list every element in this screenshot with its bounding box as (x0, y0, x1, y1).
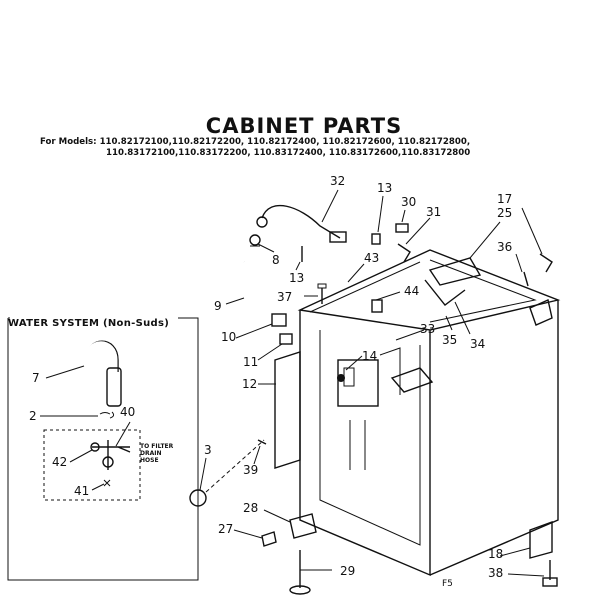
clamp-3 (189, 439, 265, 507)
leader-lines (40, 189, 545, 577)
water-system-tee-40 (90, 440, 131, 470)
callout-11: 11 (243, 355, 259, 369)
water-system-dashed-box (43, 429, 141, 501)
bracket-18 (529, 521, 553, 559)
callout-39: 39 (243, 463, 259, 477)
internal-brace-33 (349, 347, 401, 470)
callout-43: 43 (364, 251, 380, 265)
valve-10-11 (271, 313, 293, 345)
callout-32: 32 (330, 174, 346, 188)
water-system-title: WATER SYSTEM (Non-Suds) (8, 318, 170, 329)
filter-note-line-1: TO FILTER (140, 443, 174, 450)
cabinet-body (297, 249, 561, 577)
callout-2: 2 (29, 409, 37, 423)
filter-note-line-3: HOSE (140, 457, 159, 464)
callout-41: 41 (74, 484, 90, 498)
foot-38 (542, 560, 558, 587)
callout-36: 36 (497, 240, 513, 254)
callout-25: 25 (497, 206, 513, 220)
callout-35: 35 (442, 333, 458, 347)
plug-8 (249, 234, 261, 247)
model-list-line-2: 110.83172100,110.83172200, 110.83172400,… (106, 148, 471, 158)
figure-code: F5 (442, 579, 453, 589)
callout-34: 34 (470, 337, 486, 351)
glide-27 (261, 531, 277, 547)
callout-28: 28 (243, 501, 259, 515)
leg-28 (289, 513, 317, 539)
callout-42: 42 (52, 455, 68, 469)
timer-bracket-14 (337, 359, 379, 407)
callout-29: 29 (340, 564, 356, 578)
screw-39 (257, 439, 267, 445)
clip-17 (539, 253, 553, 273)
callout-9: 9 (214, 299, 222, 313)
callout-12: 12 (242, 377, 258, 391)
harness-32 (256, 204, 347, 243)
corner-bracket-25 (428, 257, 482, 286)
callout-7: 7 (32, 371, 40, 385)
callout-18: 18 (488, 547, 504, 561)
callout-3: 3 (204, 443, 212, 457)
screw-37 (317, 283, 327, 304)
callout-31: 31 (426, 205, 442, 219)
rear-bracket (390, 367, 434, 393)
water-system-hose-7 (84, 340, 122, 407)
filter-note-line-2: DRAIN (140, 450, 162, 457)
switch-44 (371, 299, 383, 313)
model-list: For Models: 110.82172100,110.82172200, 1… (40, 137, 470, 159)
callout-27: 27 (218, 522, 234, 536)
callout-17: 17 (497, 192, 513, 206)
hinge-bracket-34 (424, 279, 466, 306)
callout-8: 8 (272, 253, 280, 267)
callout-13-left: 13 (289, 271, 305, 285)
callout-40: 40 (120, 405, 136, 419)
callout-44: 44 (404, 284, 420, 298)
callout-14: 14 (362, 349, 378, 363)
callout-33: 33 (420, 322, 436, 336)
filter-drain-hose-note: TO FILTER DRAIN HOSE (140, 443, 173, 464)
callout-38: 38 (488, 566, 504, 580)
water-system-clamp-2 (99, 411, 115, 419)
callout-37: 37 (277, 290, 293, 304)
corner-bracket-right (529, 299, 553, 326)
leveling-leg-29 (289, 550, 311, 595)
diagram-title: CABINET PARTS (205, 114, 403, 138)
hose-9 (242, 261, 273, 320)
clip-36 (523, 271, 529, 287)
water-system-box (7, 317, 199, 581)
model-list-line-1: For Models: 110.82172100,110.82172200, 1… (40, 137, 471, 147)
callout-10: 10 (221, 330, 237, 344)
callout-30: 30 (401, 195, 417, 209)
callout-13-top: 13 (377, 181, 393, 195)
water-system-screw-41 (103, 479, 111, 487)
bracket-13-30-31 (371, 223, 411, 263)
panel-12 (274, 351, 301, 469)
